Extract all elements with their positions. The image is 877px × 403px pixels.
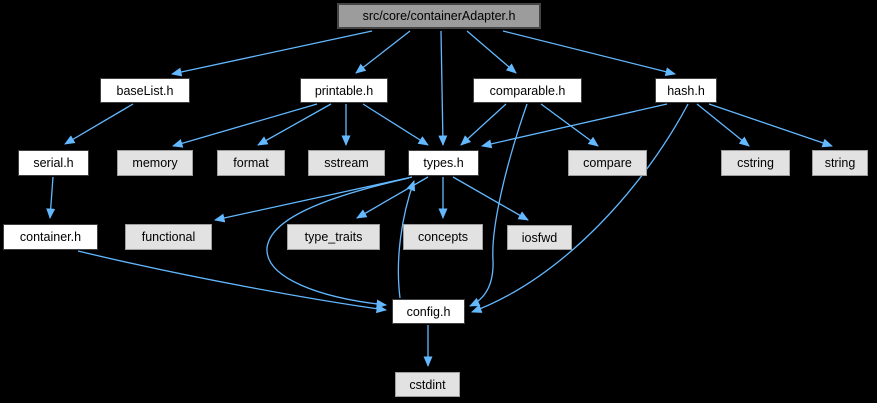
edge-types-functional: [214, 176, 413, 223]
node-sstream: sstream: [308, 150, 385, 176]
edge-hash-config: [471, 103, 689, 313]
edge-hash-cstring: [696, 103, 750, 147]
edge-container-config: [77, 250, 387, 314]
node-baselist[interactable]: baseList.h: [100, 78, 190, 103]
edge-types-typetraits: [356, 176, 429, 219]
edge-hash-string: [708, 103, 833, 148]
edge-comparable-compare: [540, 103, 599, 147]
node-concepts: concepts: [403, 224, 483, 250]
node-cstdint: cstdint: [395, 372, 460, 397]
edge-adapter-printable: [355, 30, 411, 74]
edge-printable-format: [257, 103, 332, 146]
edge-adapter-baselist: [171, 30, 373, 77]
edge-serial-container: [46, 176, 56, 219]
edge-adapter-hash: [502, 30, 676, 77]
edge-printable-types: [362, 103, 429, 146]
node-comparable[interactable]: comparable.h: [473, 78, 582, 103]
node-config[interactable]: config.h: [392, 299, 465, 324]
edge-hash-types: [481, 103, 668, 149]
node-cstring: cstring: [721, 150, 790, 176]
node-iosfwd: iosfwd: [507, 225, 572, 250]
node-container[interactable]: container.h: [3, 224, 98, 250]
node-string: string: [812, 150, 868, 176]
node-memory: memory: [117, 150, 193, 176]
edge-adapter-comparable: [466, 30, 517, 74]
node-hash[interactable]: hash.h: [655, 78, 717, 103]
edge-printable-memory: [172, 103, 318, 148]
edge-comparable-types: [460, 103, 507, 146]
edge-types-config: [266, 177, 410, 309]
edge-types-iosfwd: [452, 176, 529, 221]
node-type-traits: type_traits: [287, 224, 380, 250]
node-serial[interactable]: serial.h: [18, 150, 89, 176]
edge-baselist-serial: [64, 103, 134, 145]
node-printable[interactable]: printable.h: [300, 78, 388, 103]
node-compare: compare: [568, 150, 647, 176]
node-types[interactable]: types.h: [408, 150, 479, 176]
node-functional: functional: [125, 224, 212, 250]
node-container-adapter: src/core/containerAdapter.h: [337, 3, 541, 29]
edge-comparable-config: [469, 103, 528, 307]
node-format: format: [217, 150, 285, 176]
edge-adapter-types: [438, 30, 448, 146]
edge-config-types: [397, 180, 416, 299]
